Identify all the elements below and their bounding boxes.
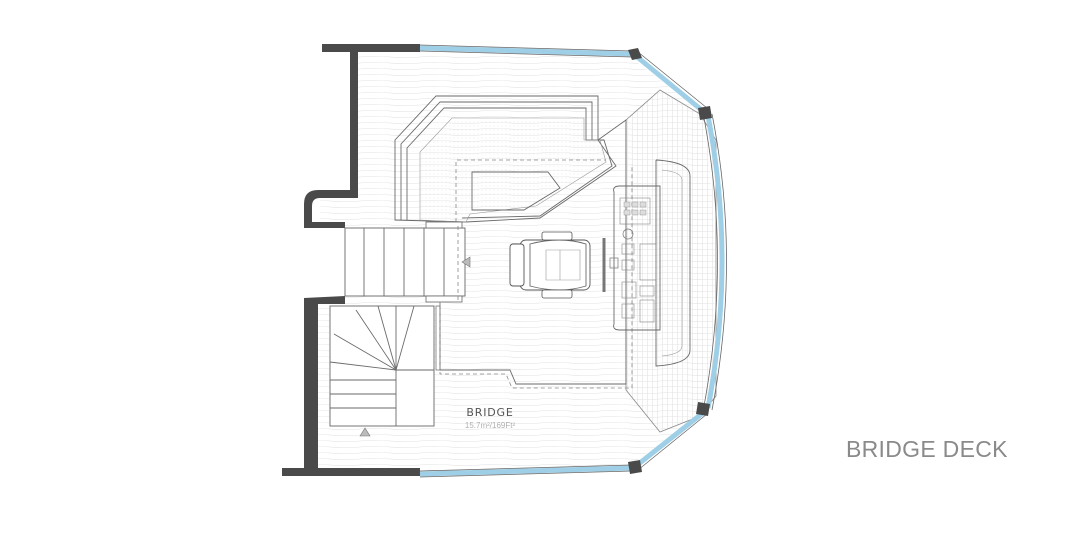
staircase-main	[344, 221, 471, 303]
room-area: 15.7m²/169Ft²	[465, 421, 516, 430]
helm-console	[439, 119, 691, 389]
staircase-spiral	[329, 305, 441, 437]
instrument-panels	[619, 197, 657, 323]
room-name: BRIDGE	[466, 406, 513, 419]
deck-title: BRIDGE DECK	[846, 436, 1008, 462]
windows	[419, 44, 727, 478]
walls	[282, 44, 420, 476]
helm-chair	[509, 231, 591, 299]
steering-wheel	[602, 238, 619, 292]
